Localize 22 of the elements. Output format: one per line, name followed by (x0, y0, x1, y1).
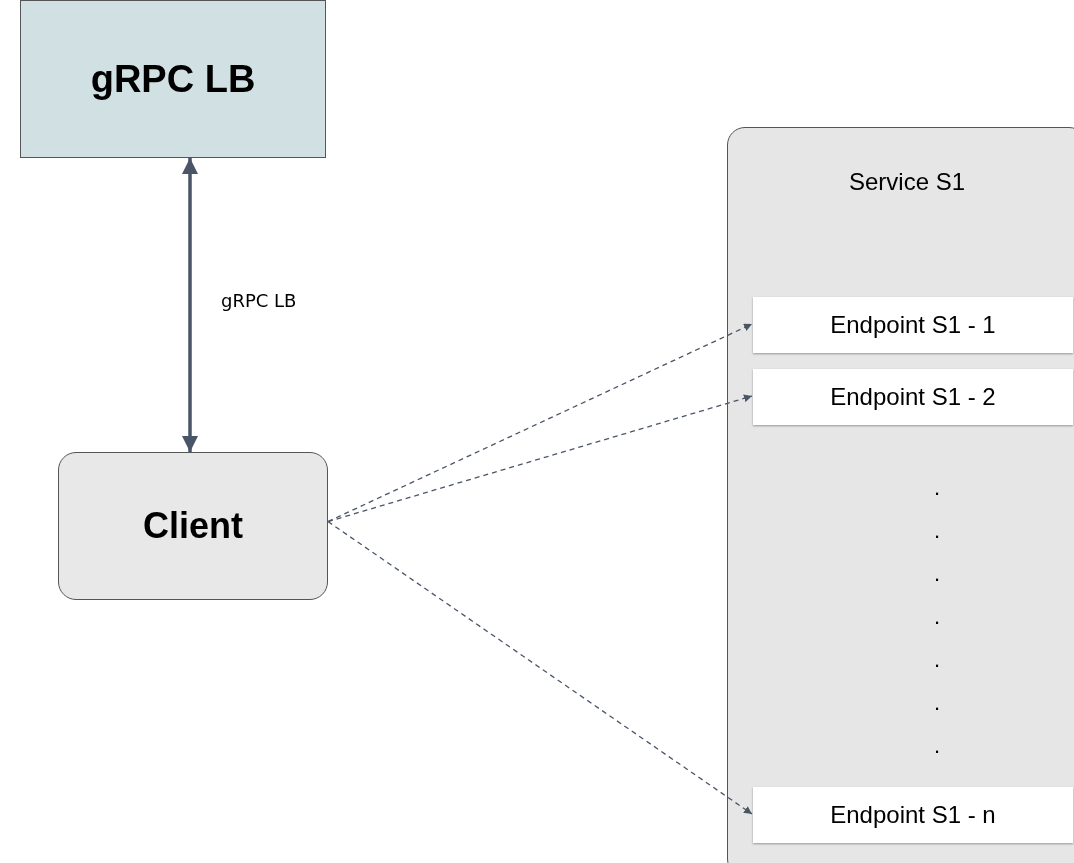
endpoint-box (753, 369, 1073, 425)
ellipsis-dot: . (933, 518, 941, 544)
node-label: gRPC LB (90, 57, 256, 101)
endpoint-box (753, 787, 1073, 843)
node-label: Service S1 (848, 168, 966, 196)
service-container (727, 127, 1074, 863)
node-label: Endpoint S1 - 2 (830, 383, 996, 411)
client-box (58, 452, 328, 600)
ellipsis-dot: . (933, 733, 941, 759)
dashed-arrow (327, 394, 753, 523)
ellipsis-dot: . (933, 561, 941, 587)
node-label: Client (143, 505, 243, 547)
ellipsis-dot: . (933, 604, 941, 630)
load-balancer-box (20, 0, 326, 158)
endpoint-box (753, 297, 1073, 353)
dashed-arrow (327, 520, 753, 815)
ellipsis-dot: . (933, 647, 941, 673)
node-label: Endpoint S1 - n (830, 801, 996, 829)
node-label: Endpoint S1 - 1 (830, 311, 996, 339)
ellipsis-dot: . (933, 475, 941, 501)
arrow (182, 158, 198, 452)
ellipsis-dot: . (933, 690, 941, 716)
